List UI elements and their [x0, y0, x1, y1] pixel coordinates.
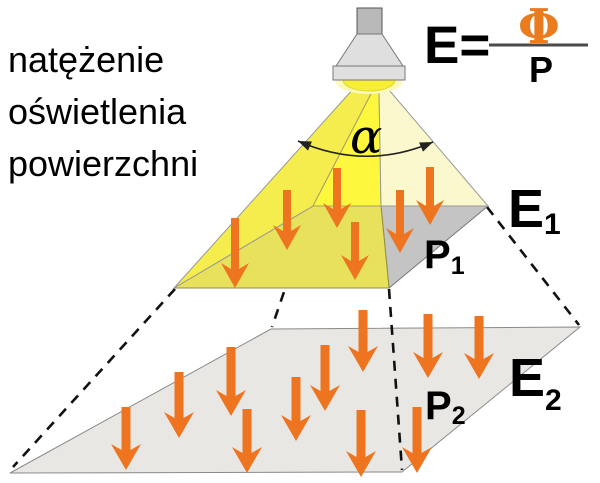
ray-arrow: [221, 218, 249, 288]
ray-arrow: [464, 316, 494, 379]
ray-arrow: [273, 190, 301, 250]
ray-arrow: [111, 407, 141, 470]
ray-arrow: [413, 314, 443, 378]
ray-arrow: [416, 167, 444, 225]
angle-arc-arrowhead-right: [419, 142, 433, 152]
angle-arc: [297, 140, 434, 158]
formula-lhs: E=: [424, 16, 490, 75]
light-rays: [111, 167, 494, 477]
ray-arrow: [348, 310, 378, 372]
dashed-projection-line-left: [12, 288, 176, 468]
e2-label: E2: [509, 348, 562, 417]
ray-arrow: [341, 222, 369, 280]
ray-arrow: [310, 345, 340, 411]
ray-arrow: [164, 372, 194, 438]
angle-arc-arrowhead-left: [298, 141, 312, 151]
lamp-rim: [332, 65, 406, 81]
ray-arrow: [216, 347, 246, 416]
p1-label: P1: [424, 233, 465, 280]
ray-arrow: [281, 377, 311, 441]
heading-line-1: natężenie: [8, 39, 164, 80]
ray-arrow: [323, 168, 351, 228]
p2-label: P2: [425, 384, 466, 430]
ray-arrow: [346, 410, 376, 477]
e1-label: E1: [508, 179, 561, 241]
alpha-label: α: [350, 109, 382, 165]
ray-arrow: [402, 407, 432, 473]
lamp-shade: [335, 33, 404, 67]
ray-arrow: [232, 409, 262, 473]
dashed-projection-line-mid-right: [387, 288, 404, 471]
ray-arrow: [386, 190, 414, 253]
lamp-socket: [356, 7, 383, 36]
formula-denominator: P: [529, 49, 553, 90]
heading-line-3: powierzchni: [8, 143, 198, 184]
formula-numerator-phi: Φ: [518, 0, 560, 55]
heading-line-2: oświetlenia: [8, 91, 187, 132]
dashed-projection-line-right: [485, 206, 581, 326]
